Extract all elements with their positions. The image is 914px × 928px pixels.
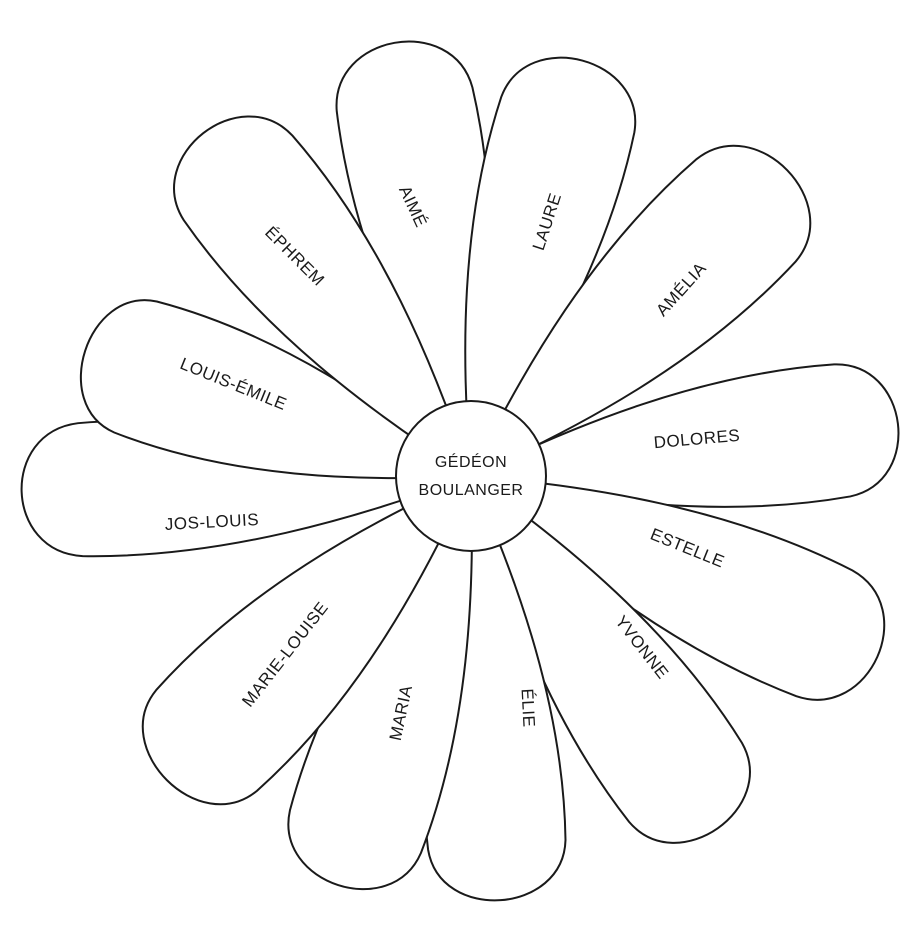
center-name-line1: GÉDÉON [435, 452, 507, 471]
petal-label-elie: ÉLIE [518, 688, 539, 728]
center-circle [396, 401, 546, 551]
center-name-line2: BOULANGER [419, 482, 524, 499]
